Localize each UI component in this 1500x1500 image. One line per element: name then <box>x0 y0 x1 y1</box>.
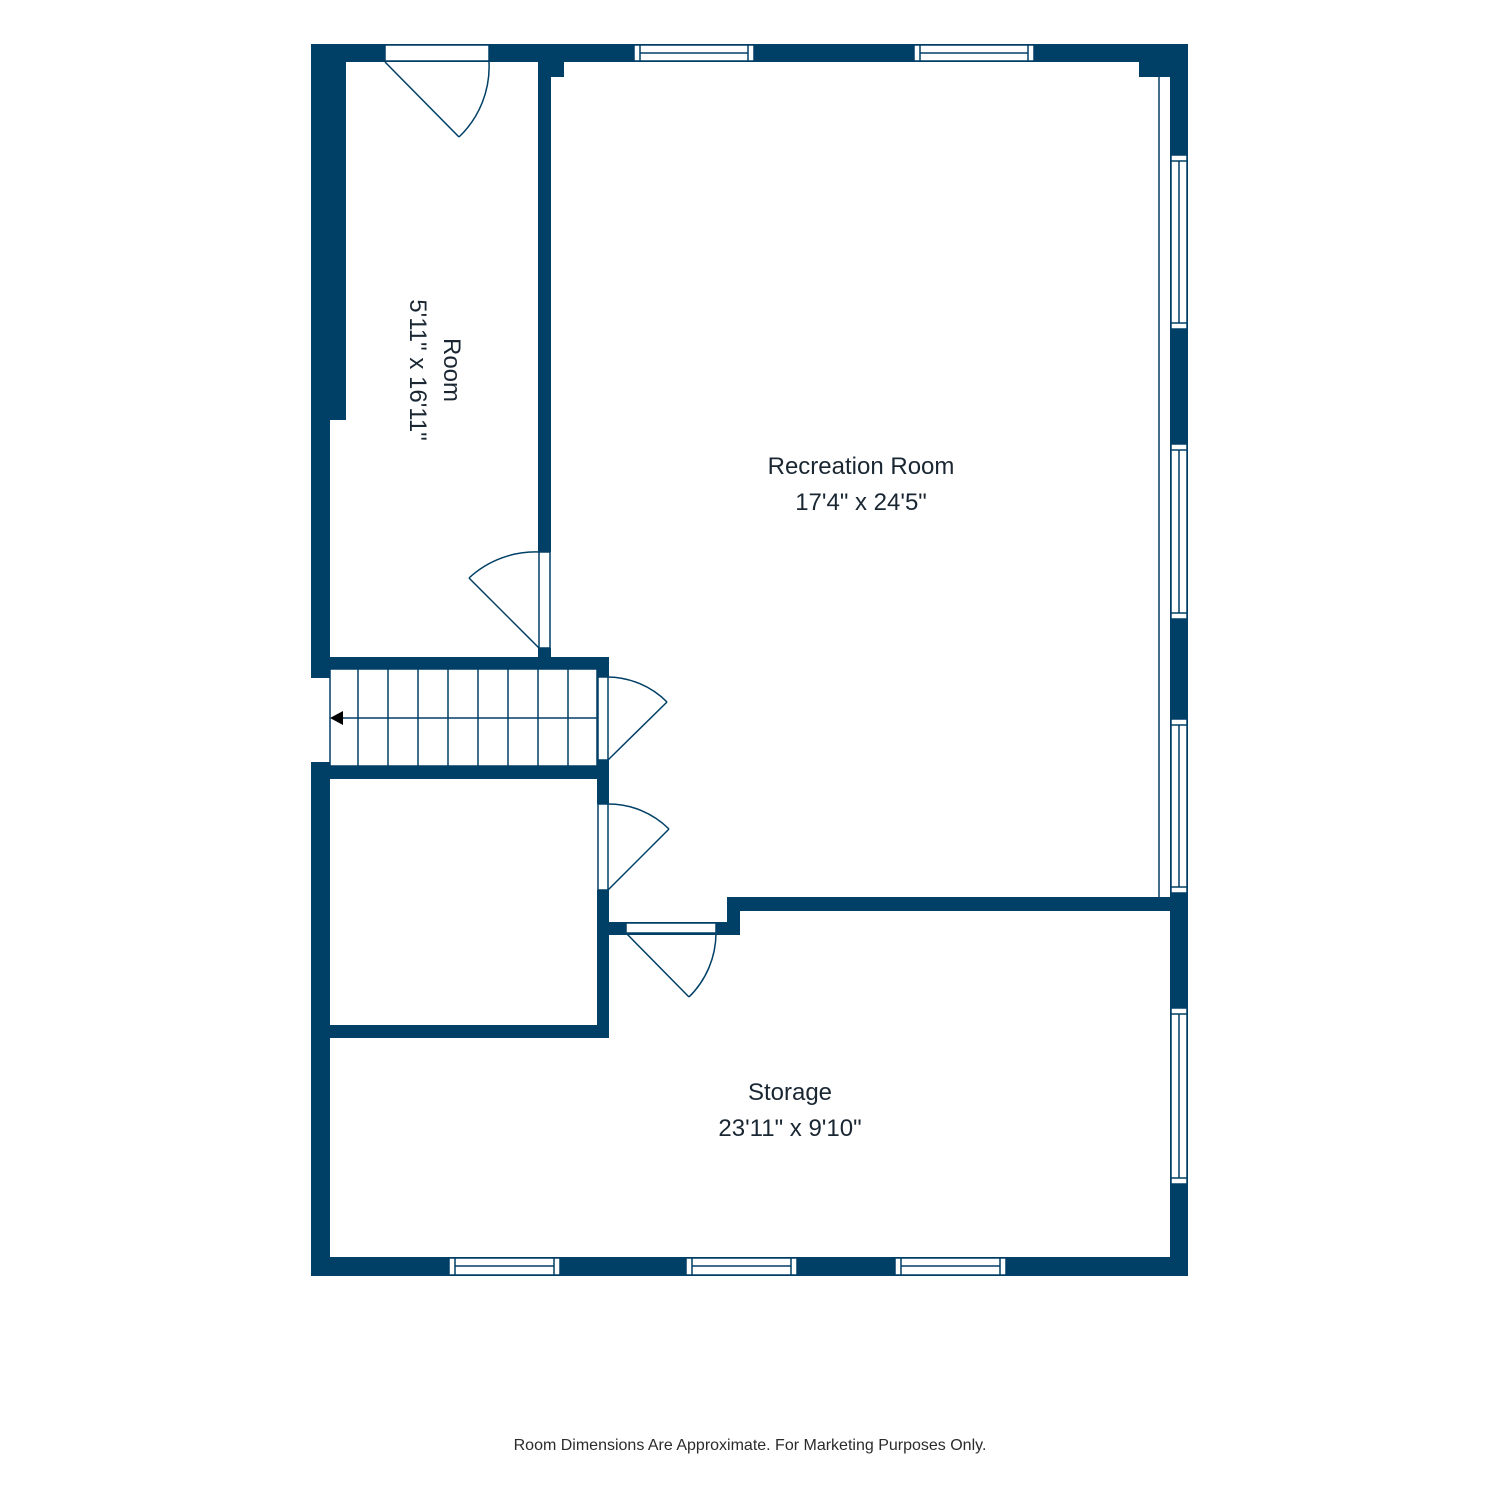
door-room-lower <box>468 551 551 649</box>
recreation-room-dims-label: 17'4" x 24'5" <box>795 489 927 516</box>
disclaimer-text: Room Dimensions Are Approximate. For Mar… <box>513 1437 987 1454</box>
wall-stair-right-a <box>597 657 609 677</box>
wall-left-upper <box>311 44 330 678</box>
wall-left-lower <box>311 762 330 1276</box>
window-top-1 <box>633 44 755 62</box>
wall-stair-top <box>311 657 609 669</box>
wall-rec-storage <box>727 897 1188 911</box>
stairs <box>329 668 598 767</box>
window-bottom-1 <box>448 1257 561 1276</box>
window-bottom-2 <box>685 1257 798 1276</box>
wall-room-divider <box>538 44 551 552</box>
storage-name-label: Storage <box>748 1079 832 1106</box>
wall-corner-notch <box>1139 44 1188 77</box>
room-name-label: Room <box>438 338 465 402</box>
door-room-top <box>384 61 490 138</box>
wall-stair-right-b <box>597 760 609 804</box>
window-bottom-3 <box>894 1257 1007 1276</box>
window-right-3 <box>1170 718 1188 894</box>
storage-dims-label: 23'11" x 9'10" <box>718 1115 861 1142</box>
window-top-2 <box>913 44 1035 62</box>
window-right-4 <box>1170 1007 1188 1185</box>
wall-closet-right-c <box>597 890 609 1038</box>
recreation-room-name-label: Recreation Room <box>768 453 955 480</box>
door-storage <box>625 922 717 998</box>
door-stair <box>597 676 668 761</box>
windows <box>384 44 1188 1276</box>
room-dims-label: 5'11" x 16'11" <box>404 299 431 440</box>
door-closet <box>597 803 670 891</box>
wall-stair-bottom <box>311 766 609 779</box>
wall-closet-bottom <box>311 1025 609 1038</box>
wall-room-divider-stub <box>538 44 564 77</box>
opening-room-top <box>384 44 490 62</box>
window-right-1 <box>1170 154 1188 330</box>
arrow-left-icon <box>330 711 343 725</box>
doors <box>384 61 717 998</box>
window-right-2 <box>1170 443 1188 620</box>
